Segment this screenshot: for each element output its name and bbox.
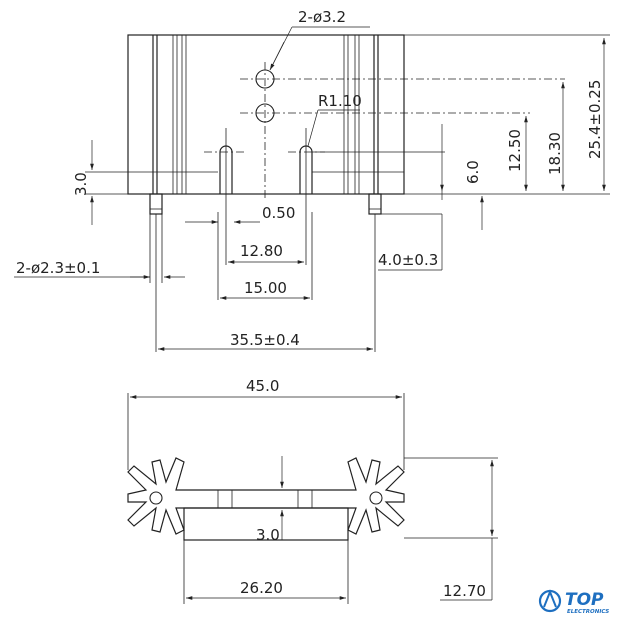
front-body-outline [127,34,405,195]
brand-logo: TOP ELECTRONICS [538,589,609,615]
logo-sub-text: ELECTRONICS [567,609,609,615]
height-18-label: 18.30 [546,132,564,175]
hole-diameter-label: 2-ø3.2 [298,8,346,26]
top-view: 45.0 3.0 26.20 12.70 [127,377,498,604]
base-block [183,507,349,541]
slot-width-label: 0.50 [262,204,295,222]
radius-label: R1.10 [318,92,362,110]
pin-right [368,193,382,352]
slot-outer-label: 15.00 [244,279,287,297]
right-pin-hole [369,491,383,505]
pin-diameter-label: 2-ø2.3±0.1 [16,259,100,277]
pin-length-label: 4.0±0.3 [378,251,438,269]
height-12-label: 12.50 [506,129,524,172]
left-star-fin [127,457,190,535]
front-view: 2-ø3.2 R1.10 25.4±0.25 18.30 12.50 6.0 3… [14,8,610,352]
pin-pitch-label: 35.5±0.4 [230,331,300,349]
total-width-label: 45.0 [246,377,279,395]
pin-left [149,193,163,352]
fin-height-label: 12.70 [443,582,486,600]
base-thickness-label: 3.0 [256,526,280,544]
height-6-label: 6.0 [464,160,482,184]
right-fin-grooves [343,35,379,194]
logo-brand-text: TOP [565,590,604,610]
base-width-label: 26.20 [240,579,283,597]
slot-span-label: 12.80 [240,242,283,260]
left-fin-grooves [152,35,187,194]
left-pin-hole [149,491,163,505]
radius-leader [307,109,319,147]
total-height-label: 25.4±0.25 [586,80,604,159]
right-star-fin [342,457,405,535]
front-3-label: 3.0 [72,172,90,196]
